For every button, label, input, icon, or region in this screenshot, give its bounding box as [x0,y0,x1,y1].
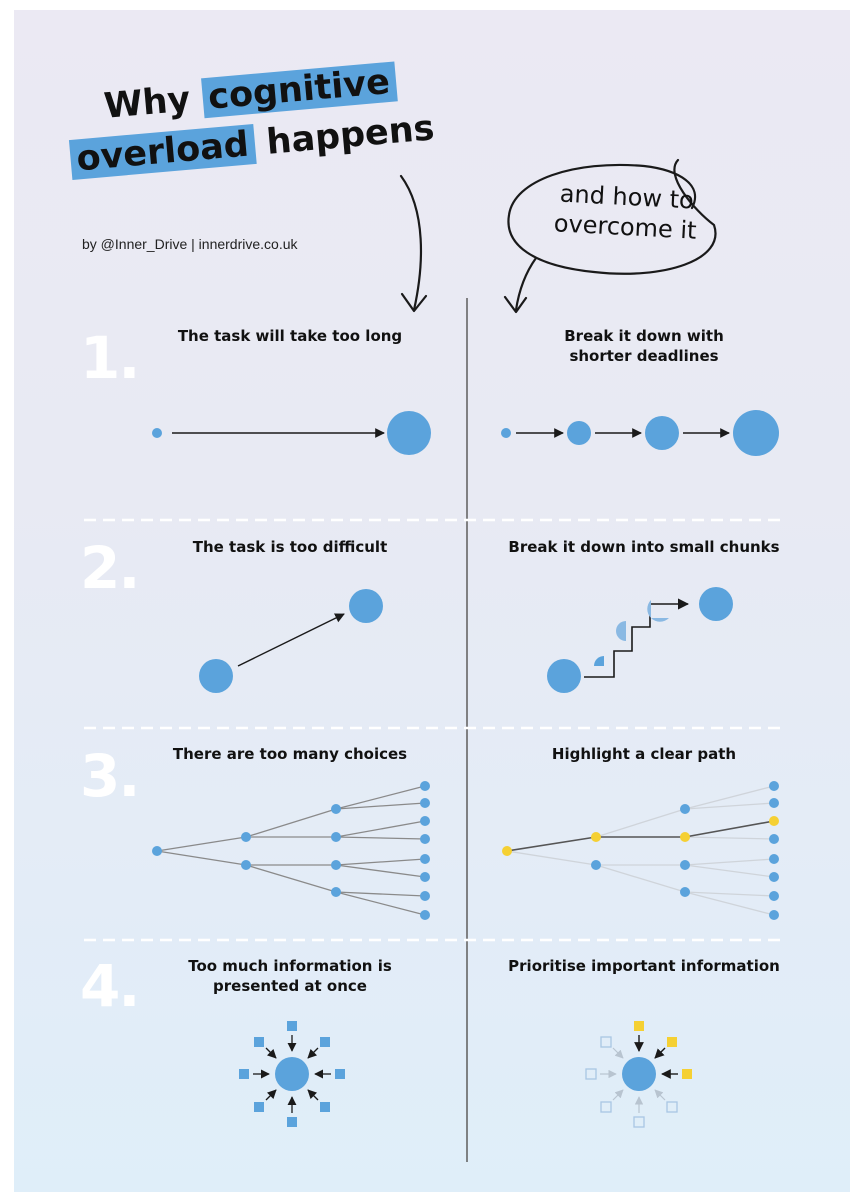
solution-heading-4: Prioritise important information [508,957,780,975]
start-dot [152,428,162,438]
callout-arrow-head [503,295,528,314]
row-number-1: 1. [80,324,140,392]
problem-heading-4: Too much information is presented at onc… [188,957,392,995]
solution-heading-2: Break it down into small chunks [508,538,780,556]
solution-heading-3: Highlight a clear path [551,745,737,763]
infographic-artwork [84,158,784,1162]
row3-solution-diagram [506,785,775,916]
row4-problem-diagram [239,1021,345,1127]
row3-solution-nodes [502,781,779,920]
row4-solution-diagram [585,1021,692,1128]
problem-heading-1: The task will take too long [177,327,403,345]
row3-highlighted-path [506,820,775,852]
row2-problem-diagram [199,589,383,693]
callout-loop [507,158,717,275]
solution-heading-1: Break it down with shorter deadlines [564,327,724,365]
row2-solution-diagram [547,587,733,693]
row-number-4: 4. [80,952,140,1020]
title-word-why: Why [102,79,192,127]
row-number-3: 3. [80,742,140,810]
problem-heading-3: There are too many choices [172,745,408,763]
title-arrow-head [400,292,428,313]
goal-dot [387,411,431,455]
row1-problem-diagram [152,411,431,455]
row3-problem-diagram [156,785,426,916]
problem-heading-2: The task is too difficult [192,538,388,556]
title-arrow [399,174,423,312]
row-number-2: 2. [80,534,140,602]
callout-text: and how to overcome it [553,179,698,245]
infographic-poster: Why cognitive overload happens by @Inner… [14,10,850,1192]
title-word-happens: happens [264,108,436,163]
callout-arrow [514,256,538,312]
row1-solution-diagram [501,410,779,456]
byline: by @Inner_Drive | innerdrive.co.uk [82,236,298,252]
row3-problem-nodes [152,781,430,920]
